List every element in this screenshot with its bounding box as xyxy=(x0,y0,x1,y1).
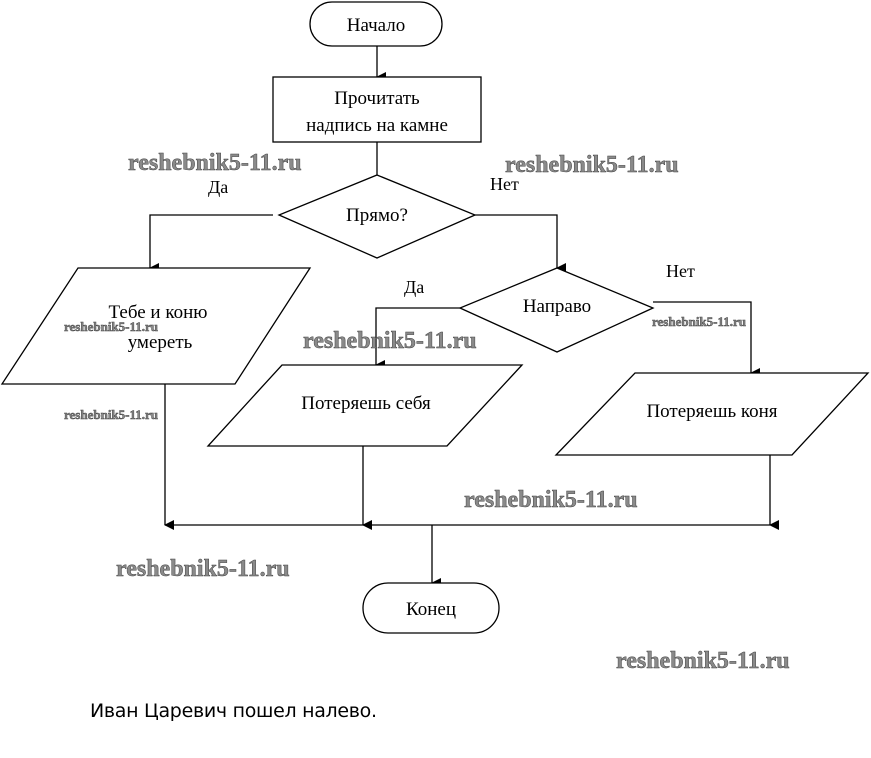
decision-straight-label: Прямо? xyxy=(346,205,408,226)
process-label-line2: надпись на камне xyxy=(306,115,448,136)
answer-text: Иван Царевич пошел налево. xyxy=(90,700,377,722)
watermark: reshebnik5-11.ru xyxy=(303,328,477,354)
arrow-d1-no xyxy=(475,214,566,273)
decision-right-label: Направо xyxy=(523,296,591,317)
watermark: reshebnik5-11.ru xyxy=(464,487,638,513)
d1-yes-label: Да xyxy=(208,177,228,197)
output-lose-horse xyxy=(554,372,870,456)
d2-no-label: Нет xyxy=(666,261,695,281)
output-1-line2: умереть xyxy=(128,332,193,353)
start-label: Начало xyxy=(347,15,406,36)
output-3-label: Потеряешь коня xyxy=(646,401,777,422)
arrow-d2-yes xyxy=(375,307,460,370)
watermark: reshebnik5-11.ru xyxy=(616,648,790,674)
d1-no-label: Нет xyxy=(490,174,519,194)
decision-straight xyxy=(277,174,477,259)
end-terminator xyxy=(362,582,500,634)
watermark: reshebnik5-11.ru xyxy=(128,150,302,176)
decision-right xyxy=(458,267,655,353)
process-label-line1: Прочитать xyxy=(334,88,420,109)
end-label: Конец xyxy=(406,599,456,620)
output-lose-yourself xyxy=(206,364,524,447)
arrow-d2-no xyxy=(653,301,760,378)
watermark: reshebnik5-11.ru xyxy=(64,407,158,422)
d2-yes-label: Да xyxy=(404,277,424,297)
output-2-label: Потеряешь себя xyxy=(301,393,431,414)
watermark: reshebnik5-11.ru xyxy=(64,319,158,334)
start-terminator xyxy=(309,1,443,47)
output-you-and-horse-die xyxy=(0,267,312,385)
watermark: reshebnik5-11.ru xyxy=(652,314,746,329)
output-1-line1: Тебе и коню xyxy=(109,302,208,323)
process-read-inscription xyxy=(272,76,482,143)
arrow-d1-yes xyxy=(149,214,273,273)
watermark: reshebnik5-11.ru xyxy=(116,556,290,582)
watermark: reshebnik5-11.ru xyxy=(505,152,679,178)
